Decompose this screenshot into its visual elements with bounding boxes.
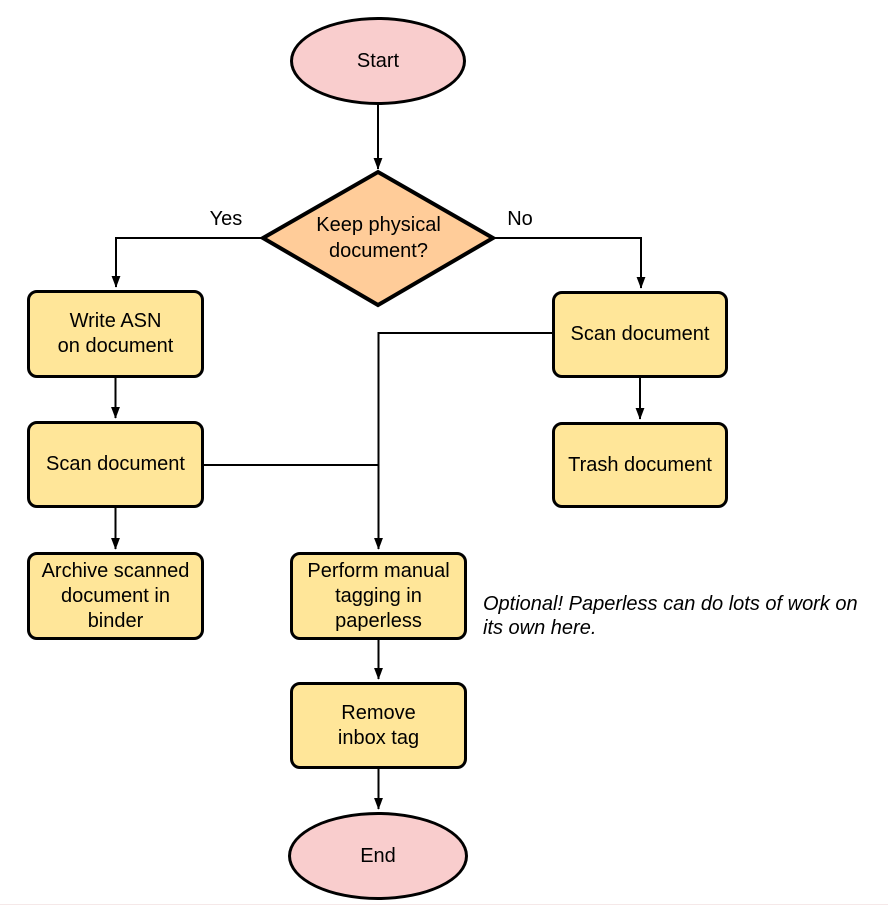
node-archive: Archive scanned document in binder (27, 552, 204, 640)
edge-decision-yes-to-write-asn (111, 237, 263, 288)
annotation-optional: Optional! Paperless can do lots of work … (483, 592, 888, 640)
scan-right-line-1: Scan document (570, 323, 710, 345)
edge-scan-right-to-tagging (374, 332, 552, 550)
node-write-asn: Write ASN on document (27, 290, 204, 378)
node-decision-label: Keep physical document? (278, 211, 479, 265)
node-trash: Trash document (552, 422, 728, 508)
node-scan-left: Scan document (27, 421, 204, 508)
node-end: End (288, 812, 468, 900)
scan-left-line-1: Scan document (46, 453, 185, 475)
node-start-label: Start (356, 49, 400, 72)
archive-line-1: Archive scanned (41, 559, 190, 582)
bottom-rule (0, 904, 888, 905)
annotation-line-2: its own here. (483, 617, 597, 639)
tagging-line-1: Perform manual (307, 559, 450, 582)
node-start: Start (290, 17, 466, 105)
edge-decision-no-to-scan-right (493, 237, 646, 289)
decision-line-1: Keep physical (316, 214, 441, 236)
node-end-label: End (360, 844, 396, 867)
archive-line-3: binder (87, 609, 144, 632)
edge-label-yes: Yes (209, 208, 243, 230)
tagging-line-2: tagging in (335, 584, 422, 607)
remove-inbox-line-1: Remove (341, 701, 416, 724)
node-scan-right: Scan document (552, 291, 728, 378)
archive-line-2: document in (61, 584, 170, 607)
decision-line-2: document? (329, 240, 428, 262)
decision-diamond-shape (259, 169, 497, 308)
annotation-line-1: Optional! Paperless can do lots of work … (483, 593, 858, 615)
tagging-line-3: paperless (335, 609, 422, 632)
trash-line-1: Trash document (568, 453, 712, 476)
remove-inbox-line-2: inbox tag (337, 726, 420, 749)
edge-label-no: No (507, 208, 533, 230)
write-asn-line-2: on document (57, 335, 174, 357)
node-remove-inbox: Remove inbox tag (290, 682, 467, 769)
write-asn-line-1: Write ASN (69, 310, 162, 332)
node-tagging: Perform manual tagging in paperless (290, 552, 467, 640)
